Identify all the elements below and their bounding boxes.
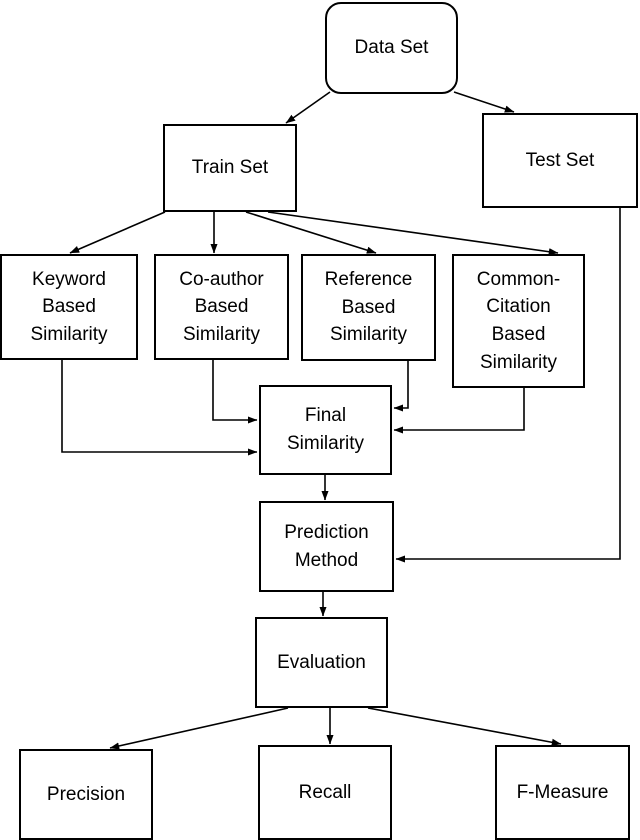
node-evaluation-label: Evaluation xyxy=(277,651,366,673)
edge-data-set-to-train-set xyxy=(285,91,331,124)
node-train-set-label: Train Set xyxy=(191,157,269,179)
node-evaluation[interactable]: Evaluation xyxy=(255,617,388,708)
node-recall-label: Recall xyxy=(298,781,352,803)
node-reference-based-similarity[interactable]: Reference Based Similarity xyxy=(301,254,436,361)
edge-data-set-to-test-set xyxy=(453,91,515,113)
node-prediction-method-label: Prediction Method xyxy=(284,521,369,571)
node-test-set[interactable]: Test Set xyxy=(482,113,638,208)
node-keyword-based-similarity-label: Keyword Based Similarity xyxy=(30,268,108,345)
edge-train-set-to-reference xyxy=(245,211,377,254)
edge-keyword-to-final-similarity xyxy=(61,360,258,456)
node-keyword-based-similarity[interactable]: Keyword Based Similarity xyxy=(0,254,138,360)
node-common-citation-based-similarity[interactable]: Common- Citation Based Similarity xyxy=(452,254,585,388)
edge-train-set-to-keyword xyxy=(69,211,166,254)
edge-evaluation-to-f-measure xyxy=(367,707,562,746)
node-f-measure-label: F-Measure xyxy=(516,781,609,803)
edge-common-citation-to-final-similarity xyxy=(393,388,525,434)
edge-coauthor-to-final-similarity xyxy=(212,360,258,424)
node-precision-label: Precision xyxy=(46,783,126,805)
node-precision[interactable]: Precision xyxy=(19,749,153,840)
edge-evaluation-to-precision xyxy=(109,707,289,750)
edge-train-set-to-common-citation xyxy=(267,211,559,256)
node-common-citation-based-similarity-label: Common- Citation Based Similarity xyxy=(476,268,561,373)
node-coauthor-based-similarity-label: Co-author Based Similarity xyxy=(179,268,264,345)
edge-reference-to-final-similarity xyxy=(393,361,409,412)
node-f-measure[interactable]: F-Measure xyxy=(495,745,630,840)
node-recall[interactable]: Recall xyxy=(258,745,392,840)
node-final-similarity-label: Final Similarity xyxy=(286,405,365,454)
node-coauthor-based-similarity[interactable]: Co-author Based Similarity xyxy=(154,254,289,360)
node-data-set-label: Data Set xyxy=(354,37,429,59)
node-reference-based-similarity-label: Reference Based Similarity xyxy=(324,269,413,346)
node-test-set-label: Test Set xyxy=(525,149,595,171)
node-prediction-method[interactable]: Prediction Method xyxy=(259,501,394,592)
node-train-set[interactable]: Train Set xyxy=(163,124,297,212)
node-data-set[interactable]: Data Set xyxy=(325,2,458,94)
node-final-similarity[interactable]: Final Similarity xyxy=(259,385,392,475)
